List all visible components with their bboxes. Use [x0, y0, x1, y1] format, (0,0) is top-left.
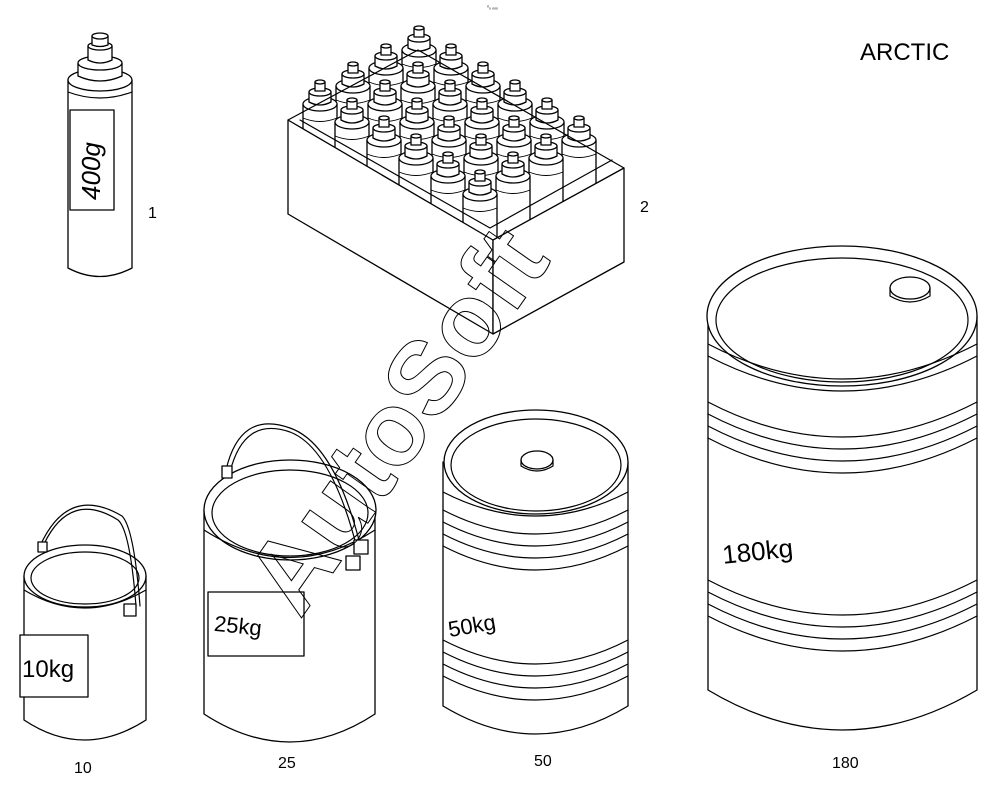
label-25kg: 25kg — [213, 611, 263, 641]
tiny-mark: ⁰ₒ ₒₒₒ — [487, 5, 498, 11]
label-180kg: 180kg — [721, 533, 795, 570]
pail-10kg: 10kg — [19, 504, 147, 741]
brand-label: ARCTIC — [860, 39, 949, 66]
callout-25: 25 — [278, 755, 296, 772]
callout-50: 50 — [534, 753, 552, 770]
label-400g: 400g — [76, 142, 106, 200]
drum-50kg: 50kg — [442, 409, 629, 735]
cartridge-400g: 400g — [67, 32, 133, 278]
callout-1: 1 — [148, 205, 157, 222]
drum-180kg: 180kg — [706, 245, 978, 731]
callout-180: 180 — [832, 755, 859, 772]
pail-25kg: 25kg — [203, 423, 377, 743]
cartridge-box — [287, 25, 625, 335]
callout-10: 10 — [74, 760, 92, 777]
label-10kg: 10kg — [22, 656, 74, 683]
callout-2: 2 — [640, 199, 649, 216]
